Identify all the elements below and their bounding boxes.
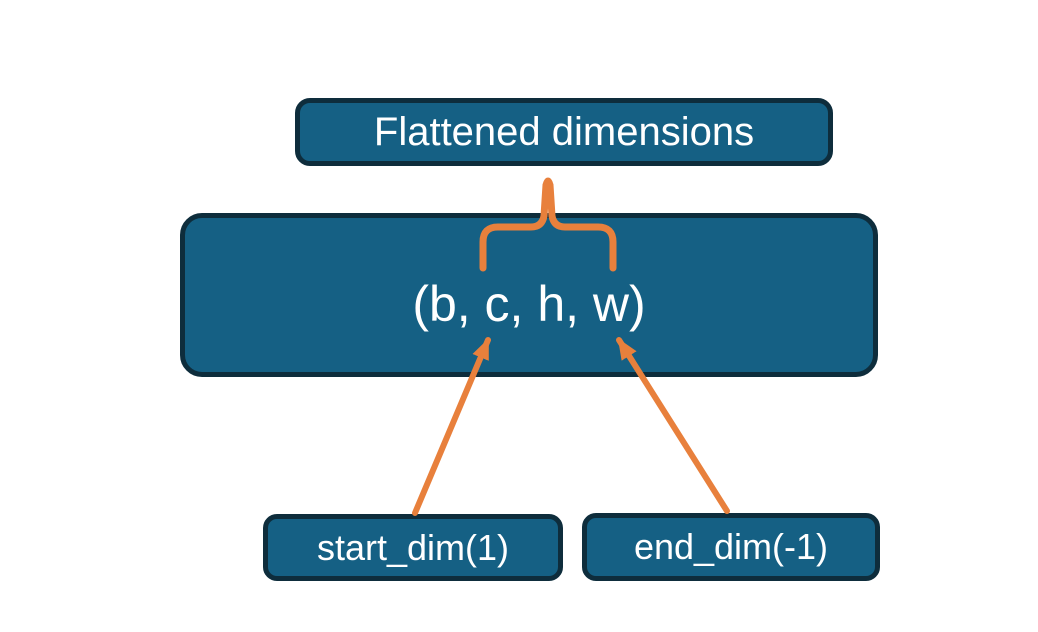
flattened-dimensions-box: Flattened dimensions	[295, 98, 833, 166]
tensor-shape-box: (b, c, h, w)	[180, 213, 878, 377]
start-dim-box: start_dim(1)	[263, 514, 563, 581]
start-dim-label: start_dim(1)	[316, 526, 510, 568]
end-dim-box: end_dim(-1)	[582, 513, 880, 581]
flattened-dimensions-label: Flattened dimensions	[373, 109, 755, 154]
tensor-shape-label: (b, c, h, w)	[412, 276, 646, 332]
end-dim-label: end_dim(-1)	[633, 526, 829, 567]
